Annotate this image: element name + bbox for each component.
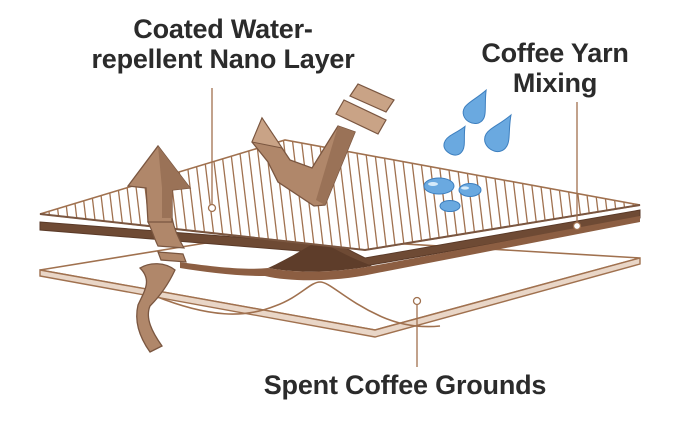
label-spent-grounds: Spent Coffee Grounds: [263, 370, 547, 400]
nano-layer-stripe: [82, 140, 102, 250]
nano-layer-stripe: [20, 120, 38, 270]
nano-layer-stripe: [595, 140, 615, 250]
label-coffee-yarn-line1: Coffee Yarn: [481, 38, 629, 68]
nano-layer-stripe: [55, 140, 75, 250]
nano-layer-stripe: [40, 140, 48, 250]
water-droplet-arrow-icon: [251, 83, 395, 207]
label-nano-layer-line2: repellent Nano Layer: [91, 44, 355, 74]
yarn-leader-dot: [572, 221, 582, 231]
nano-layer-stripe: [40, 140, 57, 250]
label-nano-layer: Coated Water- repellent Nano Layer: [58, 14, 388, 74]
water-drop-icon: [443, 88, 512, 156]
grounds-leader-dot: [412, 296, 422, 306]
nano-leader-dot: [207, 203, 217, 213]
nano-layer-stripe: [64, 140, 84, 250]
nano-layer-stripe: [613, 140, 633, 250]
leader-lines: [207, 88, 582, 367]
label-coffee-yarn: Coffee Yarn Mixing: [460, 38, 650, 98]
nano-layer-stripe: [622, 140, 640, 250]
nano-layer-stripe: [604, 140, 624, 250]
nano-layer-stripe: [46, 140, 66, 250]
vapor-arrow-icon: [126, 144, 192, 353]
nano-layer-stripe: [641, 120, 659, 270]
label-coffee-yarn-line2: Mixing: [512, 68, 598, 98]
label-nano-layer-line1: Coated Water-: [133, 14, 313, 44]
nano-layer-stripe: [73, 140, 93, 250]
nano-layer-stripe: [631, 140, 640, 250]
beaded-water-droplets: [423, 177, 482, 212]
